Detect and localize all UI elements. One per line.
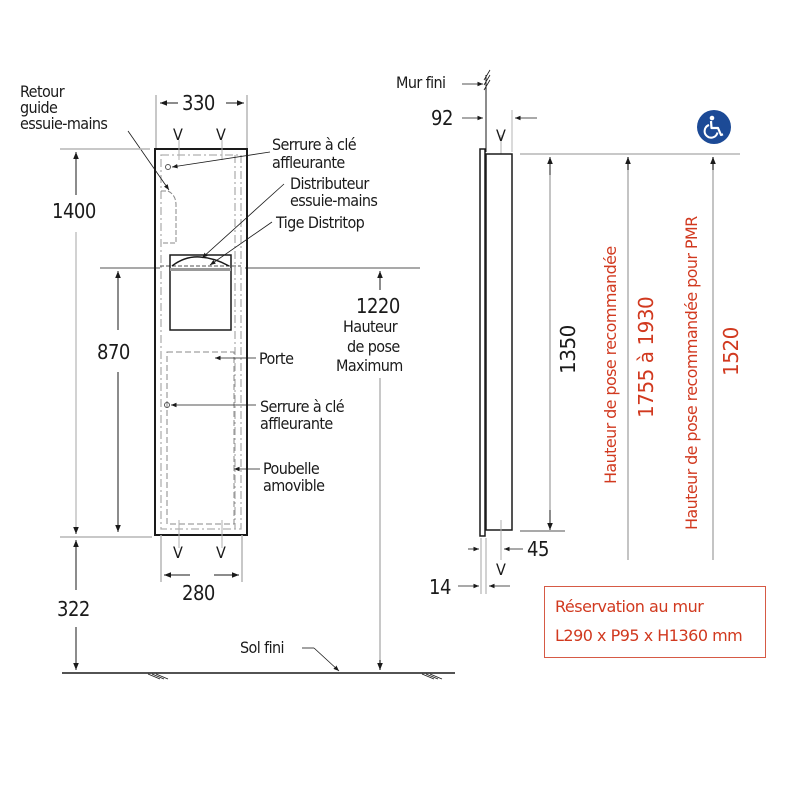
retour-guide-label-line2: guide — [20, 98, 58, 117]
poubelle-label-line2: amovible — [263, 476, 325, 495]
poubelle-label-line1: Poubelle — [263, 459, 320, 478]
wall-reservation-box: Réservation au mur L290 x P95 x H1360 mm — [544, 586, 766, 658]
recommended-height-pmr-label: Hauteur de pose recommandée pour PMR — [682, 216, 701, 530]
dimension-height-total: 1400 — [52, 199, 96, 223]
recommended-height-pmr-value: 1520 — [719, 327, 743, 376]
v-mark: V — [173, 125, 183, 144]
wheelchair-accessibility-icon — [697, 110, 731, 144]
sol-fini-label: Sol fini — [240, 638, 285, 657]
serrure-bottom-label-line2: affleurante — [260, 414, 333, 433]
dimension-height-to-dispenser: 870 — [97, 340, 130, 364]
hauteur-max-label-line1: Hauteur — [343, 317, 398, 336]
reservation-title: Réservation au mur — [555, 597, 704, 616]
porte-label: Porte — [259, 349, 294, 368]
dimension-width-bottom: 280 — [182, 581, 215, 605]
recommended-height-label: Hauteur de pose recommandée — [601, 246, 620, 484]
dimension-height-side: 1350 — [556, 325, 580, 374]
serrure-top-label-line1: Serrure à clé — [272, 135, 357, 154]
serrure-top-label-line2: affleurante — [272, 153, 345, 172]
v-mark: V — [216, 125, 226, 144]
recommended-height-value: 1755 à 1930 — [634, 296, 658, 418]
serrure-bottom-label-line1: Serrure à clé — [260, 397, 345, 416]
retour-guide-label-line3: essuie-mains — [20, 114, 108, 133]
v-mark: V — [496, 560, 506, 579]
dimension-floor-clearance: 322 — [57, 597, 90, 621]
mur-fini-label: Mur fini — [396, 73, 446, 92]
tige-distritop-label: Tige Distritop — [276, 213, 365, 232]
distributeur-label-line2: essuie-mains — [290, 191, 378, 210]
v-mark: V — [216, 543, 226, 562]
hauteur-max-value: 1220 — [356, 294, 400, 318]
dimension-width-top: 330 — [182, 91, 215, 115]
distributeur-label-line1: Distributeur — [290, 174, 369, 193]
dimension-flange: 14 — [429, 575, 451, 599]
side-view — [458, 69, 740, 594]
dimension-depth-top: 92 — [431, 106, 453, 130]
retour-guide-label-line1: Retour — [20, 82, 65, 101]
front-view — [60, 95, 455, 680]
hauteur-max-label-line2: de pose — [347, 337, 400, 356]
hauteur-max-label-line3: Maximum — [336, 356, 403, 375]
v-mark: V — [173, 543, 183, 562]
dimension-depth-bottom: 45 — [527, 537, 549, 561]
reservation-dimensions: L290 x P95 x H1360 mm — [555, 626, 743, 645]
v-mark: V — [496, 126, 506, 145]
